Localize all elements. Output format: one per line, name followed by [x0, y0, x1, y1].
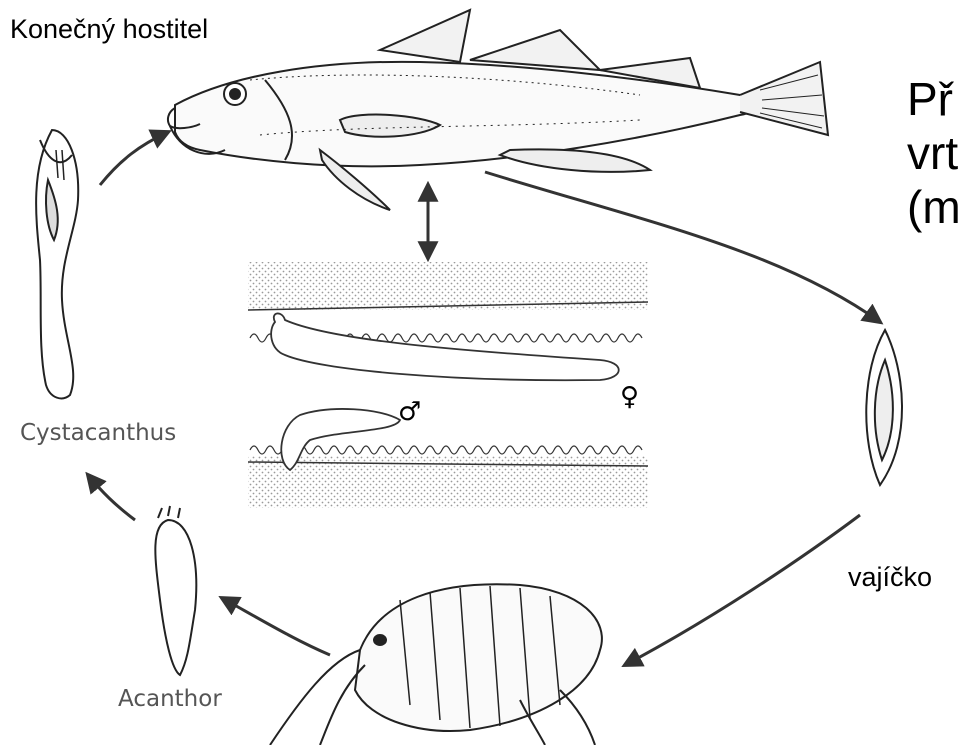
- cystacanth-label: Cystacanthus: [20, 420, 176, 446]
- acanthor-label: Acanthor: [118, 686, 222, 712]
- amphipod-illustration: [270, 584, 602, 745]
- title-line: vrt: [907, 126, 961, 180]
- intestine-panel: [248, 262, 648, 508]
- fish-illustration: [168, 10, 828, 210]
- slide-title: Př vrt (m: [907, 72, 961, 234]
- egg-illustration: [866, 330, 902, 485]
- title-line: Př: [907, 72, 961, 126]
- male-symbol: ♂: [398, 397, 421, 427]
- acanthor-illustration: [155, 506, 196, 675]
- female-worm: [271, 313, 619, 380]
- title-line: (m: [907, 180, 961, 234]
- definitive-host-label: Konečný hostitel: [10, 14, 208, 45]
- female-symbol: ♀: [620, 382, 639, 412]
- cystacanth-illustration: [36, 130, 78, 398]
- egg-label: vajíčko: [848, 562, 932, 593]
